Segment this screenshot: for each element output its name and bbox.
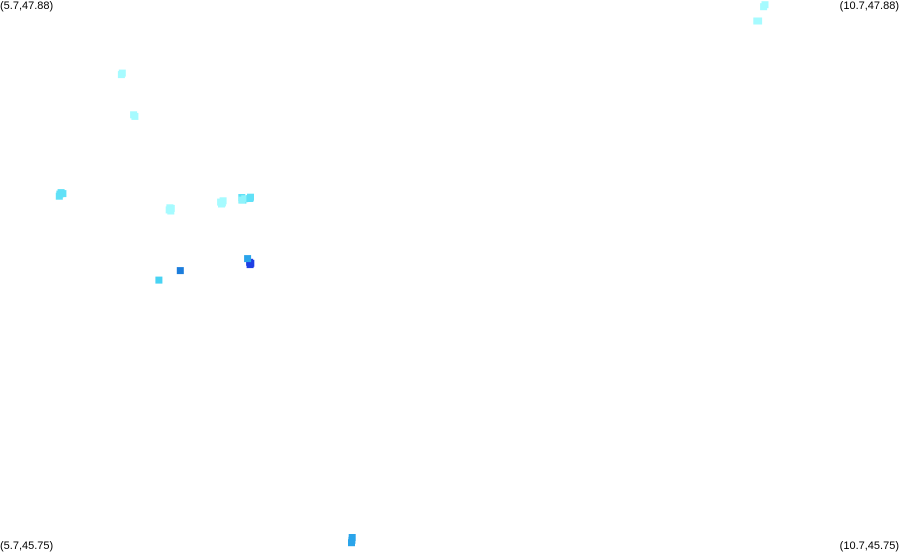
corner-label-top-right: (10.7,47.88) — [839, 0, 899, 12]
map-point — [244, 255, 252, 263]
map-point — [247, 193, 254, 201]
map-point — [238, 196, 246, 204]
map-point — [348, 539, 355, 547]
corner-label-top-left: (5.7,47.88) — [0, 0, 54, 12]
map-point — [117, 71, 125, 79]
corner-label-bottom-left: (5.7,45.75) — [0, 540, 54, 552]
map-point — [246, 261, 254, 269]
map-point — [55, 192, 63, 200]
map-point — [131, 112, 139, 120]
map-point — [218, 200, 225, 208]
map-point — [176, 267, 184, 275]
map-point — [167, 207, 175, 215]
map-point — [760, 3, 768, 11]
corner-label-bottom-right: (10.7,45.75) — [839, 540, 899, 552]
map-point — [59, 190, 67, 198]
map-point — [155, 276, 163, 284]
map-point — [755, 17, 763, 25]
